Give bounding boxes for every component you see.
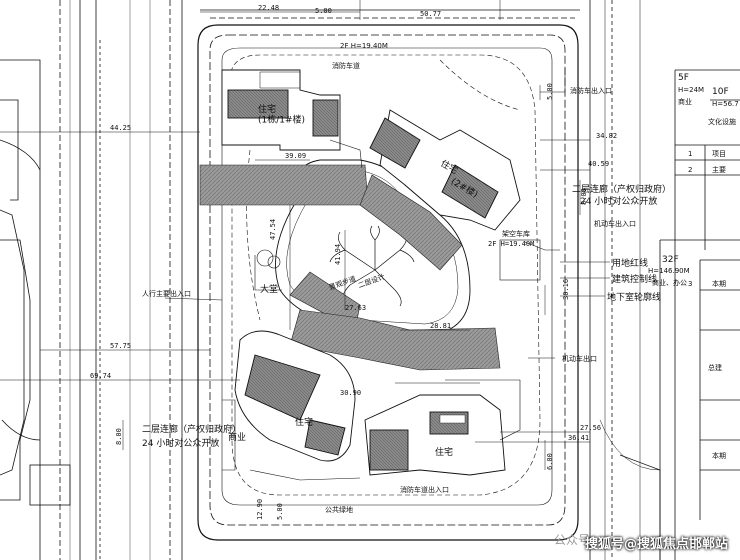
building-bottom-left xyxy=(234,330,356,462)
dim-right-c: 27.56 xyxy=(580,424,601,432)
label-bldg-tl: 住宅(1栋/1#楼) xyxy=(258,103,305,125)
dim-mid-f: 30.16 xyxy=(562,279,570,300)
top-note: 2F H=19.40M xyxy=(340,42,388,50)
corridor-diagonal-upper xyxy=(359,174,463,271)
label-garage: 架空车库 xyxy=(502,229,530,238)
dim-right-b: 40.59 xyxy=(588,160,609,168)
label-fire-entry: 消防车出入口 xyxy=(570,86,612,95)
dim-mid-b: 47.54 xyxy=(269,219,277,240)
dim-top-b: 5.00 xyxy=(315,7,332,15)
dim-bottom-a: 12.90 xyxy=(256,499,264,520)
dim-mid-e: 30.90 xyxy=(340,389,361,397)
legend-leaders xyxy=(164,68,610,359)
table-num-2: 2 xyxy=(688,166,692,174)
corridor-top-band xyxy=(199,164,369,206)
left-context xyxy=(0,0,151,560)
side-b1-height: H=24M xyxy=(678,86,704,94)
building-bottom-center xyxy=(364,394,506,476)
top-road xyxy=(169,0,580,560)
table-row-3: 本期 xyxy=(712,279,726,288)
watermark-logo: 公众号 xyxy=(553,533,590,547)
side-b3-height: H=146.90M xyxy=(648,267,690,275)
table-num-1: 1 xyxy=(688,150,692,158)
dim-left-b: 57.75 xyxy=(110,342,131,350)
dim-left-a: 44.25 xyxy=(110,124,131,132)
dim-top-a: 22.48 xyxy=(258,4,279,12)
dimension-lines xyxy=(0,11,590,470)
label-motor-out: 机动车出口 xyxy=(562,354,597,363)
building-top-right xyxy=(369,109,521,231)
watermark: 搜狐号@搜狐焦点邯郸站 xyxy=(584,537,728,552)
label-corridor-left: 二层连廊（产权归政府） xyxy=(142,423,241,435)
dim-vert-b: 8.00 xyxy=(115,428,123,445)
label-road-bottom: 公共绿地 xyxy=(325,505,353,514)
building-top-left xyxy=(221,69,341,151)
podium-outlines xyxy=(222,139,541,481)
label-corridor-left-2: 24 小时对公众开放 xyxy=(142,437,219,449)
side-b2-height: H=56.7 xyxy=(712,100,739,108)
label-motor-in: 机动车出入口 xyxy=(594,219,636,228)
side-b1-floors: 5F xyxy=(678,73,689,83)
side-b3-floors: 32F xyxy=(662,255,679,265)
label-bldg-bc: 住宅 xyxy=(435,446,453,458)
label-garage-sub: 2F H=19.40M xyxy=(488,240,534,248)
legend-basement-line: 地下室轮廓线 xyxy=(607,291,661,303)
legend-building-line: 建筑控制线 xyxy=(612,273,657,285)
dim-left-c: 69.74 xyxy=(90,372,111,380)
dim-top-width: 50.77 xyxy=(420,10,441,18)
right-context xyxy=(589,0,740,560)
dim-bottom-b: 5.00 xyxy=(276,503,284,520)
side-b3-use: 商业、办公 xyxy=(652,278,687,287)
label-hall: 大堂 xyxy=(260,283,278,295)
label-corridor-right-2: 24 小时对公众开放 xyxy=(580,195,657,207)
dim-mid-g: 27.63 xyxy=(345,304,366,312)
side-b1-use: 商业 xyxy=(678,97,692,106)
table-row-5: 本期 xyxy=(712,451,726,460)
side-b3-note: 文化设施 xyxy=(708,117,736,126)
dim-mid-a: 39.09 xyxy=(285,152,306,160)
dim-vert-a: 8.00 xyxy=(580,188,588,205)
label-podium-left: 商业 xyxy=(228,431,246,443)
label-corridor-right: 二层连廊（产权归政府） xyxy=(572,183,671,195)
dim-mid-d: 28.81 xyxy=(430,322,451,330)
table-row-4: 总建 xyxy=(708,363,722,372)
dim-side-b: 6.00 xyxy=(546,453,554,470)
dim-side-a: 5.00 xyxy=(546,83,554,100)
hatched-corridors xyxy=(199,164,501,371)
dim-right-d: 36.41 xyxy=(568,434,589,442)
side-b2-floors: 10F xyxy=(712,87,729,97)
table-row-2: 主要 xyxy=(712,165,726,174)
site-boundary xyxy=(197,24,579,541)
label-fire-exit: 消防车道出入口 xyxy=(400,485,449,494)
dim-mid-c: 41.94 xyxy=(334,244,342,265)
table-row-1: 项目 xyxy=(712,150,726,158)
label-fire-lane: 消防车道 xyxy=(332,61,360,70)
label-ped-entry: 人行主要出入口 xyxy=(142,289,191,298)
dim-right-a: 34.82 xyxy=(596,132,617,140)
label-bldg-bl: 住宅 xyxy=(295,416,313,428)
table-num-3: 3 xyxy=(688,280,692,288)
legend-site-line: 用地红线 xyxy=(612,257,648,269)
fire-lane xyxy=(229,54,541,496)
